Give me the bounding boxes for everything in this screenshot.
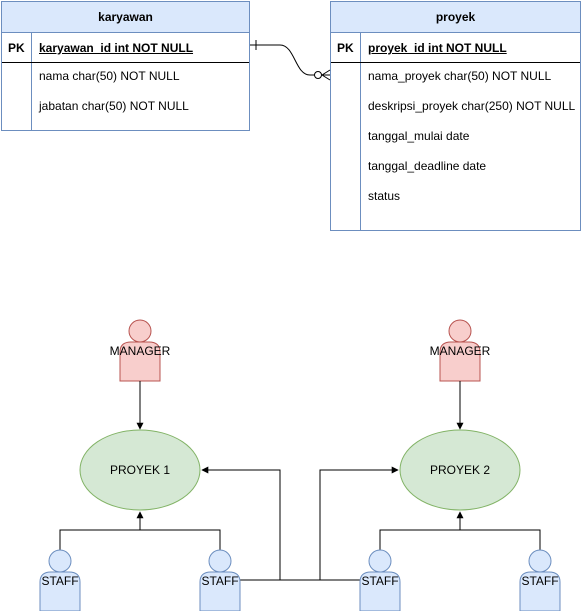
table-karyawan: karyawan PK karyawan_id int NOT NULL nam… [1,1,250,131]
staff-3-label: STAFF [361,574,398,588]
proyek-tanggal-mulai-field: tanggal_mulai date [368,129,470,143]
staff-1-label: STAFF [41,574,78,588]
pk-label: PK [8,41,25,55]
karyawan-nama-field: nama char(50) NOT NULL [39,69,180,83]
manager-1-label: MANAGER [110,344,171,358]
table-proyek-pk-row: PK proyek_id int NOT NULL [331,33,580,63]
manager-2-icon [439,319,481,382]
project-1-ellipse [79,429,201,511]
zero-marker [314,71,322,79]
proyek-id-field: proyek_id int NOT NULL [368,41,507,55]
karyawan-id-field: karyawan_id int NOT NULL [39,41,194,55]
staff-1-icon [39,549,81,611]
table-karyawan-column-divider [31,32,32,130]
proyek-nama-field: nama_proyek char(50) NOT NULL [368,69,552,83]
manager-2-label: MANAGER [430,344,491,358]
manager-1-icon [119,319,161,382]
staff-connectors [59,466,541,581]
table-proyek-column-divider [360,32,361,230]
staff-2-icon [199,549,241,611]
project-2-ellipse [399,429,521,511]
table-proyek: proyek PK proyek_id int NOT NULL nama_pr… [330,1,581,231]
proyek-tanggal-deadline-field: tanggal_deadline date [368,159,487,173]
pk-label: PK [337,41,354,55]
relationship-connector [250,40,331,81]
proyek-status-field: status [368,189,401,203]
table-karyawan-pk-row: PK karyawan_id int NOT NULL [2,33,249,63]
table-proyek-title: proyek [331,2,580,33]
staff-4-label: STAFF [521,574,558,588]
many-marker [321,69,331,81]
proyek-deskripsi-field: deskripsi_proyek char(250) NOT NULL [368,99,576,113]
project-2-label: PROYEK 2 [430,463,490,477]
project-1-label: PROYEK 1 [110,463,170,477]
staff-2-label: STAFF [201,574,238,588]
table-karyawan-title: karyawan [2,2,249,33]
karyawan-jabatan-field: jabatan char(50) NOT NULL [39,99,189,113]
staff-3-icon [359,549,401,611]
staff-4-icon [519,549,561,611]
